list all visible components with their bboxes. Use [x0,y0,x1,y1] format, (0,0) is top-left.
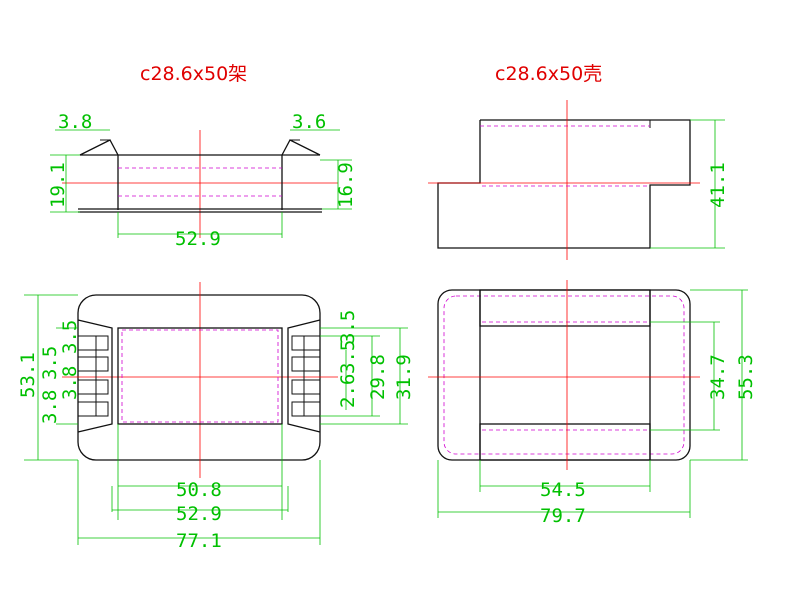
bobbin-top-span-a: 29.8 [367,354,389,400]
bobbin-top-pin-right-mid: 2.6 [337,374,359,408]
bobbin-top-height: 53.1 [17,352,39,398]
shell-top-view [428,280,748,518]
bobbin-top-inner-width: 50.8 [176,479,222,501]
bobbin-top-pin-left-lower: 3.8 [59,366,81,400]
bobbin-top-span-b: 31.9 [393,354,415,400]
bobbin-top-pin-left-bottom: 3.8 [39,390,61,424]
bobbin-top-pin-right-upper: 3.5 [337,310,359,344]
bobbin-side-flange-right: 3.6 [292,111,326,133]
shell-side-view [428,100,725,260]
bobbin-top-view [24,282,408,545]
bobbin-side-view [50,129,352,238]
shell-top-inner-height: 34.7 [707,354,729,400]
bobbin-top-pin-right-lower: 3.5 [337,340,359,374]
bobbin-top-core-width: 52.9 [176,503,222,525]
bobbin-top-total-width: 77.1 [176,530,222,552]
shell-top-outer-width: 79.7 [540,505,586,527]
shell-top-outer-height: 55.3 [735,354,757,400]
shell-title: c28.6x50壳 [495,63,602,85]
bobbin-title: c28.6x50架 [140,63,247,85]
shell-side-height: 41.1 [707,162,729,208]
bobbin-side-inner-width: 52.9 [175,228,221,250]
bobbin-side-flange-left: 3.8 [58,111,92,133]
bobbin-top-pin-left-upper: 3.5 [59,320,81,354]
shell-top-inner-width: 54.5 [540,479,586,501]
bobbin-side-height-left: 19.1 [47,162,69,208]
bobbin-top-pin-left-mid: 3.5 [39,346,61,380]
bobbin-side-height-right: 16.9 [335,162,357,208]
